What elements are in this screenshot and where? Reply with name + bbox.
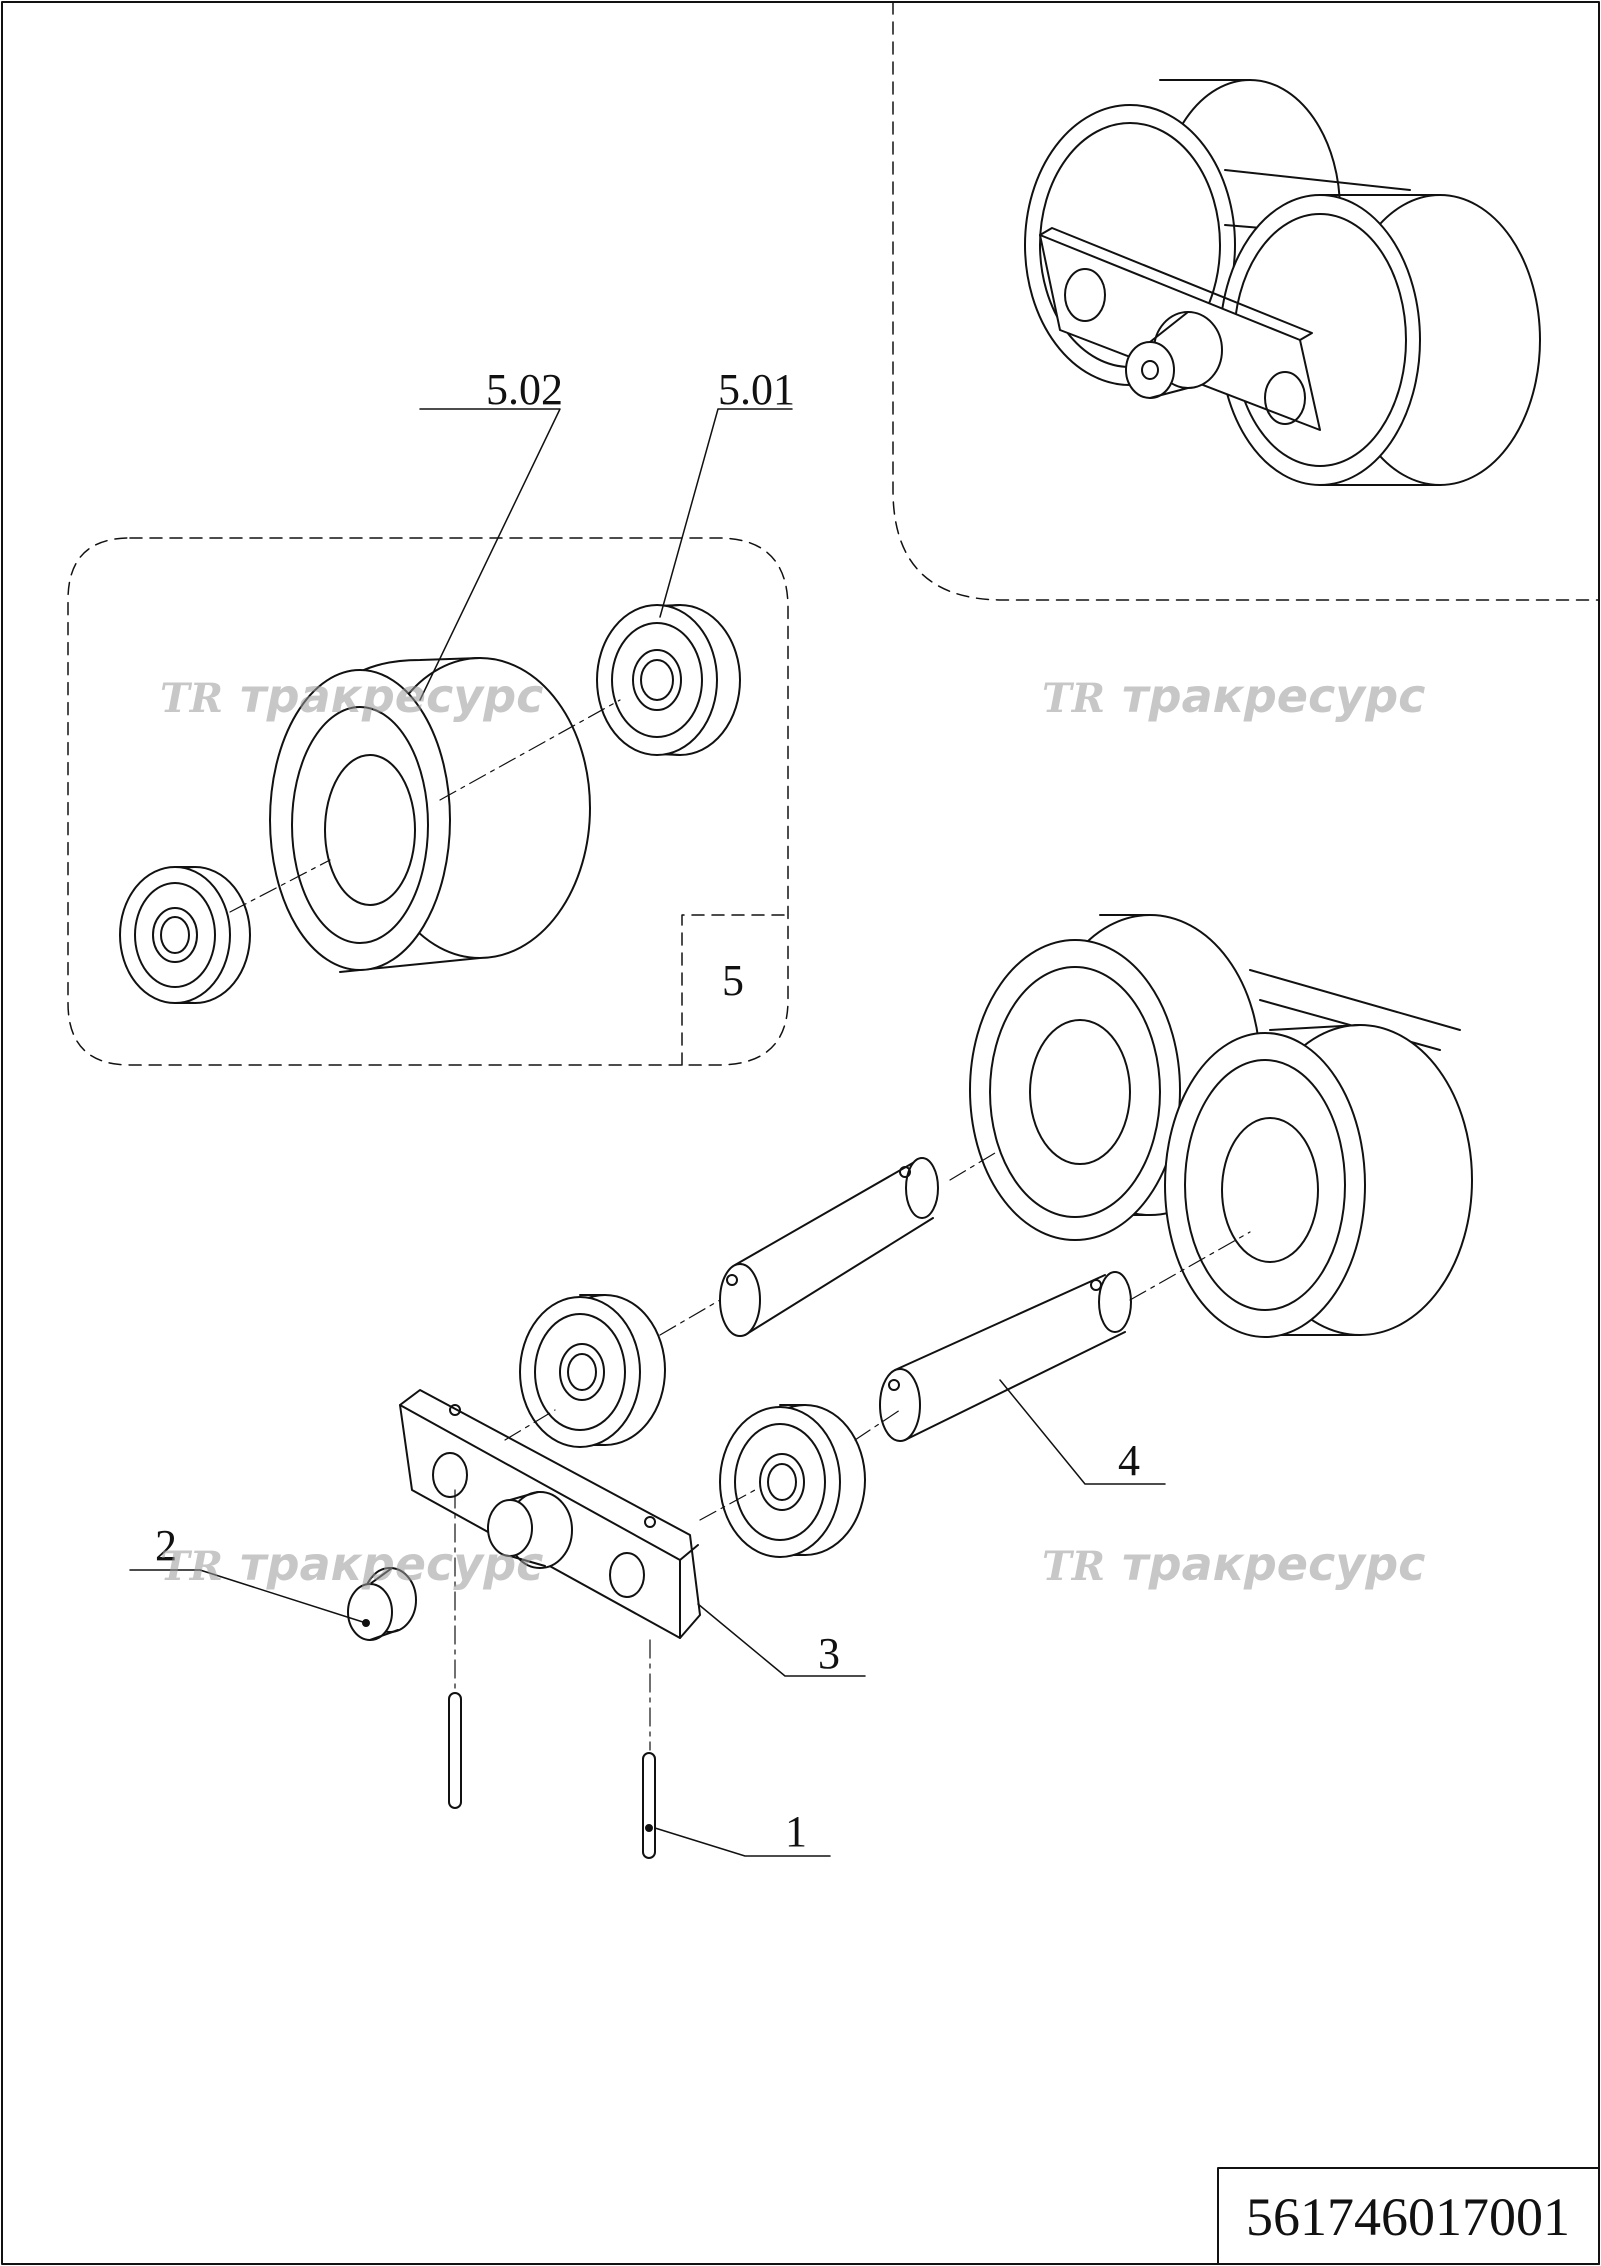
pin-1 [642,1752,656,1859]
bearing-upper [519,1294,666,1448]
roller-5-02 [269,657,591,973]
svg-text:TR: TR [160,675,223,722]
leader-lines [129,408,1166,1857]
callout-1: 1 [785,1807,807,1856]
group-label-box [681,914,789,1066]
callout-3: 3 [818,1629,840,1678]
watermark-top-left: TR тракресурс [160,669,543,723]
assembled-view [1024,79,1541,486]
callout-5-01: 5.01 [718,365,795,414]
svg-text:TR: TR [160,1543,223,1590]
svg-text:тракресурс: тракресурс [240,669,543,723]
part-number-box [1217,2167,1600,2265]
cap-2 [347,1567,417,1641]
bearing-5-01-second [119,866,251,1004]
pin-upper [448,1692,462,1809]
bearing-roller-group-box [67,537,789,1066]
shaft-4 [879,1271,1132,1442]
svg-text:тракресурс: тракресурс [1122,1537,1425,1591]
link-plate-3 [399,1389,701,1639]
watermark-bottom-left: TR тракресурс [160,1537,543,1591]
assembled-view-region [892,1,1600,601]
callout-5: 5 [722,956,744,1005]
bearing-5-01 [596,604,741,756]
svg-text:TR: TR [1042,1543,1105,1590]
roller-front [1164,1024,1473,1338]
svg-text:тракресурс: тракресурс [240,1537,543,1591]
bearing-lower [719,1404,866,1558]
svg-text:тракресурс: тракресурс [1122,669,1425,723]
group-5-centerline [229,699,621,913]
shaft-upper [719,1157,939,1337]
part-number: 561746017001 [1246,2187,1570,2247]
callout-5-02: 5.02 [486,365,563,414]
watermark-bottom-right: TR тракресурс [1042,1537,1425,1591]
callout-4: 4 [1118,1436,1140,1485]
svg-text:TR: TR [1042,675,1105,722]
assembly-centerlines [454,1149,1251,1751]
watermark-top-right: TR тракресурс [1042,669,1425,723]
callout-2: 2 [155,1521,177,1570]
